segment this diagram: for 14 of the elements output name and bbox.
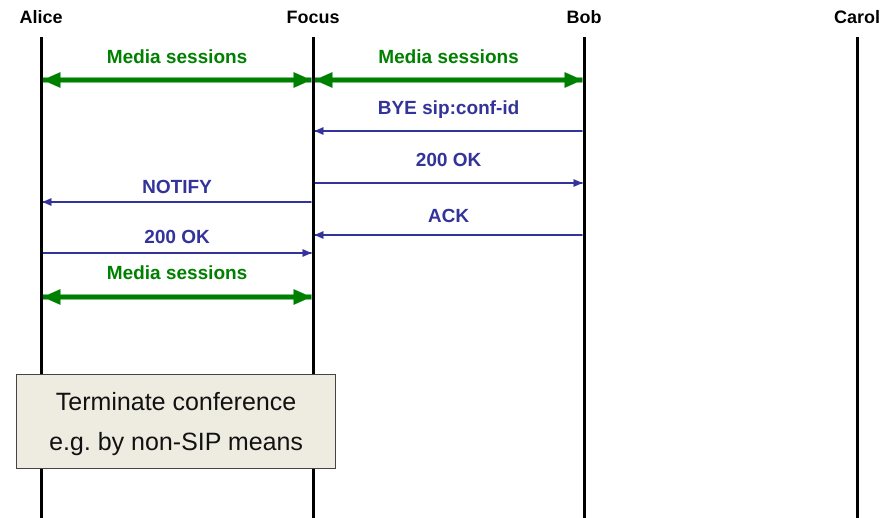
participant-name: Alice <box>19 7 63 28</box>
message-arrow <box>42 249 312 257</box>
message-arrow <box>314 72 582 88</box>
message-arrow <box>42 289 312 305</box>
message-arrow <box>314 127 582 135</box>
participant-name: Bob <box>566 7 602 28</box>
message-arrow <box>314 231 582 239</box>
participant-name: Focus <box>286 7 340 28</box>
message-arrow <box>314 179 582 187</box>
message-arrow <box>42 198 312 206</box>
participant-name: Carol <box>834 7 880 28</box>
note-text: Terminate conference e.g. by non-SIP means <box>48 386 304 458</box>
message-arrow <box>42 72 312 88</box>
note-box <box>16 374 336 469</box>
